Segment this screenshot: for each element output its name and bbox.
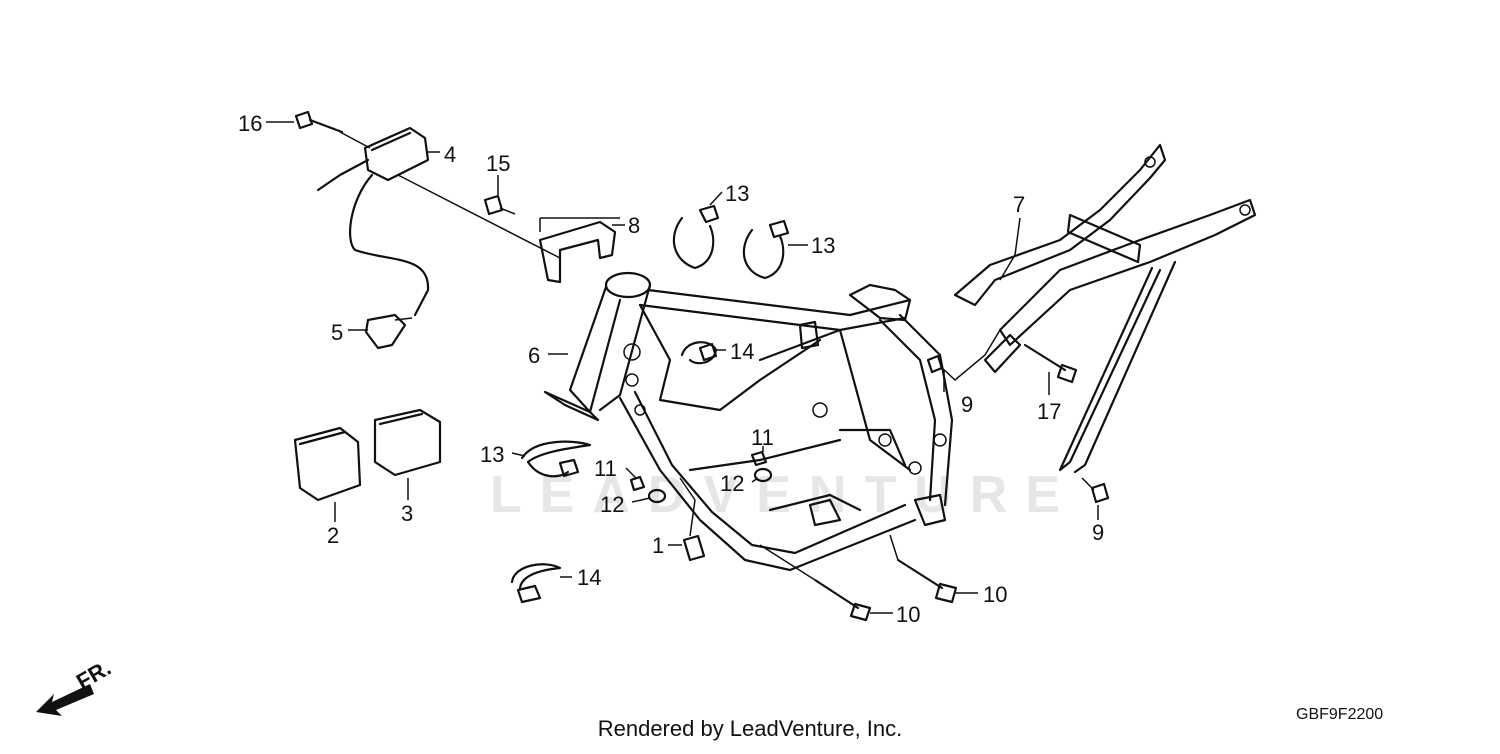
watermark: LEADVENTURE [490,466,1078,524]
callout-5: 5 [331,320,343,345]
washer-12-b [753,467,773,483]
ignition-coil [316,126,430,317]
leader-lines [266,121,1099,614]
footer-credit: Rendered by LeadVenture, Inc. [597,716,903,741]
callout-12-b: 12 [720,471,744,496]
callout-12-a: 12 [600,492,624,517]
callout-17: 17 [1037,399,1061,424]
front-direction-arrow: FR. [36,655,115,716]
callout-14-a: 14 [730,339,754,364]
bolt-9-a [926,329,1001,381]
band-13-a [672,204,720,270]
bushing-1 [679,477,706,562]
cdi-unit-2 [293,426,362,502]
callout-9-b: 9 [1092,520,1104,545]
callout-2: 2 [327,523,339,548]
callout-13-b: 13 [811,233,835,258]
callout-3: 3 [401,501,413,526]
band-14-a [680,341,718,365]
nut-11-b [750,450,768,467]
bolt-10-a [813,578,872,622]
direction-label: FR. [72,655,115,694]
callout-1: 1 [652,533,664,558]
callout-15: 15 [486,151,510,176]
callout-10-b: 10 [896,602,920,627]
bolt-9-b [1081,477,1110,504]
band-13-b [742,219,790,280]
callout-11-a: 11 [594,456,617,481]
callout-14-b: 14 [577,565,601,590]
callout-11-b: 11 [751,425,774,450]
bolt-16 [294,110,344,134]
diagram-code: GBF9F2200 [1296,706,1384,723]
callout-16: 16 [238,111,262,136]
callout-10-a: 10 [983,582,1007,607]
callout-13-a: 13 [725,181,749,206]
callout-8: 8 [628,213,640,238]
callout-4: 4 [444,142,456,167]
bolt-10-b [896,558,958,604]
band-13-c [520,440,592,478]
main-frame [543,271,954,572]
band-14-b [510,563,562,604]
nut-11-a [629,475,646,492]
callout-9-a: 9 [961,392,973,417]
cdi-unit-3 [373,408,442,477]
callout-labels: 1 2 3 4 5 6 7 8 9 9 10 10 11 11 12 12 13… [238,111,1104,627]
bracket-8 [538,220,617,284]
callout-7: 7 [1013,192,1025,217]
bolt-17 [1023,343,1078,384]
washer-12-a [647,488,667,504]
plug-cap [364,313,413,350]
bolt-15 [483,194,516,216]
rear-subframe [953,143,1257,474]
callout-6: 6 [528,343,540,368]
callout-13-c: 13 [480,442,504,467]
